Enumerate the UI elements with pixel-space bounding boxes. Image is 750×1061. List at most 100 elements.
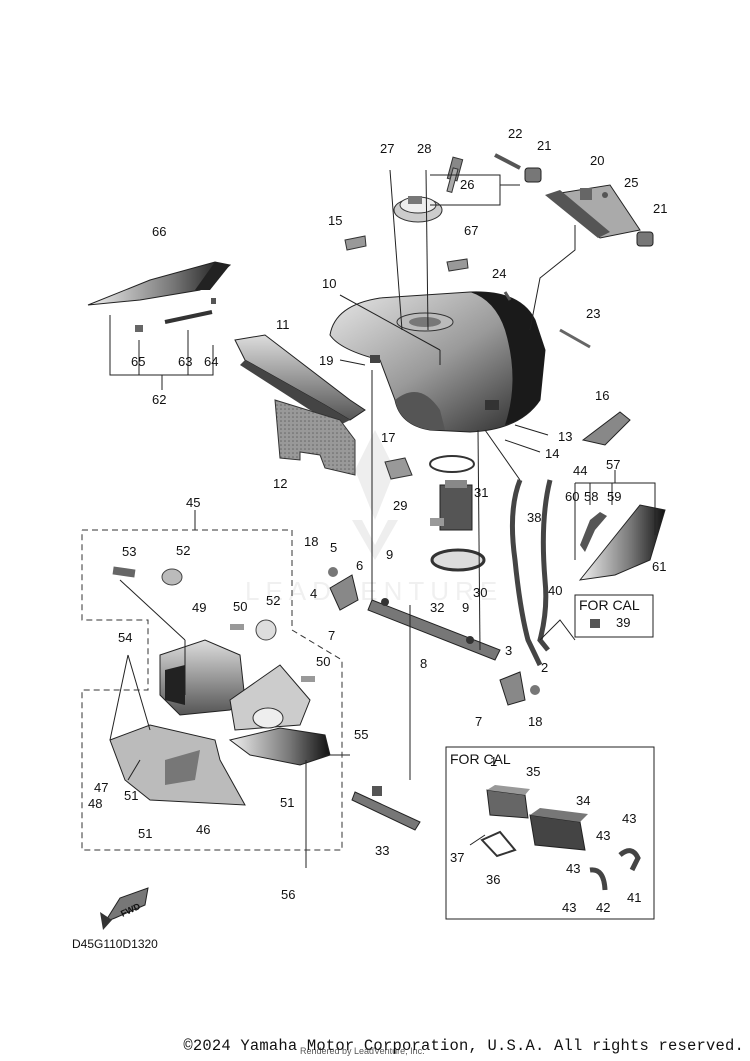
callout: 52 — [176, 543, 190, 558]
callout: 21 — [653, 201, 667, 216]
callout: 55 — [354, 727, 368, 742]
callout: 38 — [527, 510, 541, 525]
callout: 39 — [616, 615, 630, 630]
for-cal-label-1: FOR CAL — [579, 597, 640, 613]
callout: 66 — [152, 224, 166, 239]
callout: 8 — [420, 656, 427, 671]
clip-64 — [211, 298, 216, 304]
callout: 16 — [595, 388, 609, 403]
callout: 3 — [505, 643, 512, 658]
diagram-code: D45G110D1320 — [72, 937, 158, 951]
bracket-8 — [367, 598, 501, 661]
callout: 2 — [541, 660, 548, 675]
bracket-35 — [486, 785, 530, 819]
hose-38 — [509, 479, 543, 667]
watermark: LEADVENTURE — [245, 430, 497, 606]
copyright-text: ©2024 Yamaha Motor Corporation, U.S.A. A… — [183, 1037, 744, 1055]
callout: 1 — [490, 754, 497, 769]
cover-16 — [581, 411, 631, 446]
for-cal-label-2: FOR CAL — [450, 751, 511, 767]
clip-50a — [230, 624, 244, 630]
callout: 67 — [464, 223, 478, 238]
callout: 48 — [88, 796, 102, 811]
callout: 13 — [558, 429, 572, 444]
callout: 4 — [310, 586, 317, 601]
fuel-cap — [393, 196, 443, 223]
damper-21a — [524, 167, 542, 183]
lower-panel-46 — [109, 724, 246, 806]
for-cal-box-large — [445, 746, 655, 920]
fuel-tank — [329, 291, 546, 433]
emblem-52a — [161, 568, 183, 586]
callout: 21 — [537, 138, 551, 153]
callout: 24 — [492, 266, 506, 281]
callout: 63 — [178, 354, 192, 369]
callout: 14 — [545, 446, 559, 461]
callout: 65 — [131, 354, 145, 369]
stay-1 — [499, 671, 526, 706]
pad-67 — [446, 258, 469, 272]
callout: 57 — [606, 457, 620, 472]
callout: 31 — [474, 485, 488, 500]
callout: 50 — [233, 599, 247, 614]
screw-25 — [602, 192, 608, 198]
hose-42 — [589, 867, 608, 891]
side-cover-57 — [578, 504, 666, 581]
callout: 61 — [652, 559, 666, 574]
callout: 64 — [204, 354, 218, 369]
hose-41 — [618, 848, 641, 872]
side-panel-11 — [234, 334, 366, 425]
fuel-pump — [430, 480, 473, 531]
decal-53 — [112, 566, 136, 578]
callout: 10 — [322, 276, 336, 291]
rendered-by: Rendered by LeadVenture, Inc. — [300, 1046, 425, 1056]
callout: 50 — [316, 654, 330, 669]
callout: 15 — [328, 213, 342, 228]
callout: 26 — [460, 177, 474, 192]
clip-50b — [301, 676, 315, 682]
callout: 33 — [375, 843, 389, 858]
callout: 40 — [548, 583, 562, 598]
callout: 53 — [122, 544, 136, 559]
callout: 25 — [624, 175, 638, 190]
callout: 19 — [319, 353, 333, 368]
for-cal-box-small — [574, 594, 654, 638]
callout: 20 — [590, 153, 604, 168]
fwd-arrow: FWD — [100, 887, 149, 930]
callout: 43 — [562, 900, 576, 915]
callout: 58 — [584, 489, 598, 504]
callout: 42 — [596, 900, 610, 915]
callout-labels: 1 2 3 4 5 6 7 7 8 9 9 10 11 12 13 14 15 … — [88, 126, 667, 915]
grommet-2 — [530, 685, 540, 695]
stay-4 — [329, 574, 359, 611]
callout: 5 — [330, 540, 337, 555]
top-cover — [87, 261, 232, 306]
grommet-5 — [328, 567, 338, 577]
callout: 37 — [450, 850, 464, 865]
strip-63 — [164, 310, 213, 324]
callout: 46 — [196, 822, 210, 837]
trim-58 — [580, 512, 607, 552]
callout: 12 — [273, 476, 287, 491]
callout: 23 — [586, 306, 600, 321]
callout: 51 — [280, 795, 294, 810]
callout: 9 — [462, 600, 469, 615]
canister-34 — [529, 808, 588, 851]
callout: 43 — [596, 828, 610, 843]
callout: 36 — [486, 872, 500, 887]
callout: 49 — [192, 600, 206, 615]
callout: 30 — [473, 585, 487, 600]
callout: 29 — [393, 498, 407, 513]
callout: 60 — [565, 489, 579, 504]
callout: 6 — [356, 558, 363, 573]
callout: 9 — [386, 547, 393, 562]
callout: 59 — [607, 489, 621, 504]
callout: 52 — [266, 593, 280, 608]
emblem-52b — [255, 619, 277, 641]
gasket-30 — [430, 548, 486, 572]
bolt-24 — [503, 291, 512, 301]
callout: 62 — [152, 392, 166, 407]
stay-36 — [480, 830, 517, 858]
damper-21b — [636, 231, 654, 247]
